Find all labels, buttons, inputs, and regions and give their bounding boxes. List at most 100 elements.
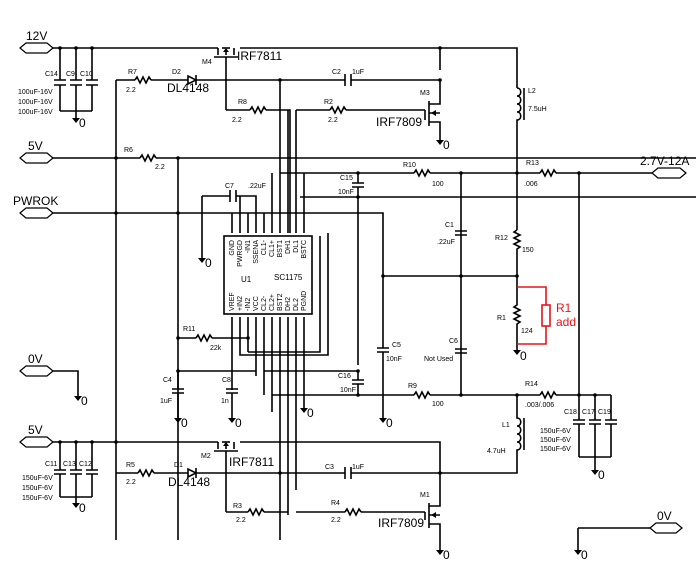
m3-value: IRF7809: [376, 115, 422, 129]
c7-ref: C7: [225, 183, 234, 190]
mosfet-m4[interactable]: [212, 47, 238, 110]
c3-value: 1uF: [352, 464, 364, 471]
gnd-label: 0: [386, 416, 393, 430]
ic-top-pin-label: DH1: [285, 240, 292, 254]
c7-value: .22uF: [248, 183, 266, 190]
wires-c3: [280, 467, 442, 479]
inductor-l1[interactable]: [440, 395, 525, 474]
m3-ref: M3: [420, 90, 430, 97]
ic-part: SC1175: [274, 273, 303, 282]
c16-ref: C16: [338, 373, 351, 380]
capacitor-c5[interactable]: [377, 345, 389, 423]
ic-bottom-pin-label: CL2+: [269, 294, 276, 311]
c5-ref: C5: [392, 342, 401, 349]
c17-value: 150uF-6V: [540, 437, 571, 444]
r10-ref: R10: [403, 162, 416, 169]
port-output-label: 2.7V-12A: [640, 154, 689, 168]
inductor-l2[interactable]: [516, 87, 525, 173]
mosfet-m3[interactable]: [424, 80, 444, 145]
r12-value: 150: [522, 247, 534, 254]
wires-feedback: [381, 274, 519, 278]
ic-bottom-pin-label: DH2: [285, 297, 292, 311]
c10-ref: C10: [80, 71, 93, 78]
resistor-r12[interactable]: [512, 229, 522, 276]
ic-top-pin-label: CL1+: [269, 240, 276, 257]
r13-value: .006: [524, 181, 538, 188]
wires-ic-inner: [176, 233, 358, 373]
ic-bottom-pin-label: VCC: [253, 296, 260, 311]
r1-ref: R1: [497, 315, 506, 322]
r5-value: 2.2: [126, 479, 136, 486]
port-5v-bottom[interactable]: 5V: [19, 423, 54, 448]
gnd-label: 0: [443, 138, 450, 152]
capacitors-output[interactable]: [573, 395, 617, 475]
wires-5v-bottom: [53, 440, 441, 508]
r7-value: 2.2: [126, 87, 136, 94]
r9-ref: R9: [408, 383, 417, 390]
resistor-r1[interactable]: [512, 276, 522, 355]
r7-ref: R7: [128, 69, 137, 76]
c6-ref: C6: [449, 338, 458, 345]
capacitor-c1[interactable]: [455, 230, 467, 236]
c4-value: 1uF: [160, 398, 172, 405]
port-0v-right[interactable]: 0V: [649, 509, 683, 534]
ic-top-pin-label: CL1-: [261, 239, 268, 255]
gnd-label: 0: [181, 416, 188, 430]
ic-bottom-pin-label: DL2: [293, 298, 300, 311]
c18-ref: C18: [564, 409, 577, 416]
l1-ref: L1: [502, 422, 510, 429]
wires-12v: [53, 46, 518, 123]
r11-value: 22k: [210, 345, 222, 352]
annotation-r1-ref: R1: [556, 301, 572, 315]
c4-ref: C4: [163, 377, 172, 384]
gnd-label: 0: [443, 548, 450, 562]
gnd-label: 0: [307, 406, 314, 420]
c13-ref: C13: [63, 461, 76, 468]
resistor-r3[interactable]: [226, 507, 288, 517]
port-0v-right-label: 0V: [657, 509, 672, 523]
c9-ref: C9: [66, 71, 75, 78]
c14-ref: C14: [45, 71, 58, 78]
port-12v[interactable]: 12V: [19, 29, 54, 54]
ic-ref: U1: [241, 275, 252, 284]
annotation-r1-add[interactable]: [517, 286, 551, 345]
port-12v-label: 12V: [26, 29, 47, 43]
r3-ref: R3: [233, 503, 242, 510]
r12-ref: R12: [495, 235, 508, 242]
l2-ref: L2: [528, 88, 536, 95]
gnd-label: 0: [79, 501, 86, 515]
m2-ref: M2: [201, 453, 211, 460]
port-pwrok-label: PWROK: [13, 194, 58, 208]
r5-ref: R5: [126, 462, 135, 469]
c8-value: 1n: [221, 398, 229, 405]
wires-0v-right: [574, 527, 650, 555]
ic-bottom-pin-label: VREF: [229, 292, 236, 311]
mosfet-m1[interactable]: [424, 473, 444, 555]
r14-ref: R14: [525, 381, 538, 388]
wires-sense: [300, 196, 696, 365]
d1-value: DL4148: [168, 475, 210, 489]
ic-top-pin-label: BST1: [277, 240, 284, 258]
port-0v-left[interactable]: 0V: [19, 352, 54, 377]
resistor-r11[interactable]: [176, 333, 248, 343]
capacitor-c4[interactable]: [172, 371, 184, 423]
c12-value: 150uF-6V: [22, 495, 53, 502]
port-5v-top[interactable]: 5V: [19, 139, 54, 164]
ic-bottom-pin-label: +IN2: [237, 296, 244, 311]
mosfet-m2[interactable]: [212, 441, 238, 512]
capacitor-c6[interactable]: [455, 348, 467, 354]
m1-ref: M1: [420, 492, 430, 499]
port-5v-top-label: 5V: [28, 139, 43, 153]
r3-value: 2.2: [236, 517, 246, 524]
c2-value: 1uF: [352, 69, 364, 76]
r10-value: 100: [432, 181, 444, 188]
capacitor-c7[interactable]: [198, 190, 257, 263]
capacitor-c8[interactable]: [226, 388, 238, 423]
ic-top-pin-label: DL1: [293, 240, 300, 253]
port-5v-bottom-label: 5V: [28, 423, 43, 437]
r6-value: 2.2: [155, 164, 165, 171]
port-pwrok[interactable]: PWROK: [13, 194, 58, 219]
resistor-r4[interactable]: [296, 507, 425, 517]
